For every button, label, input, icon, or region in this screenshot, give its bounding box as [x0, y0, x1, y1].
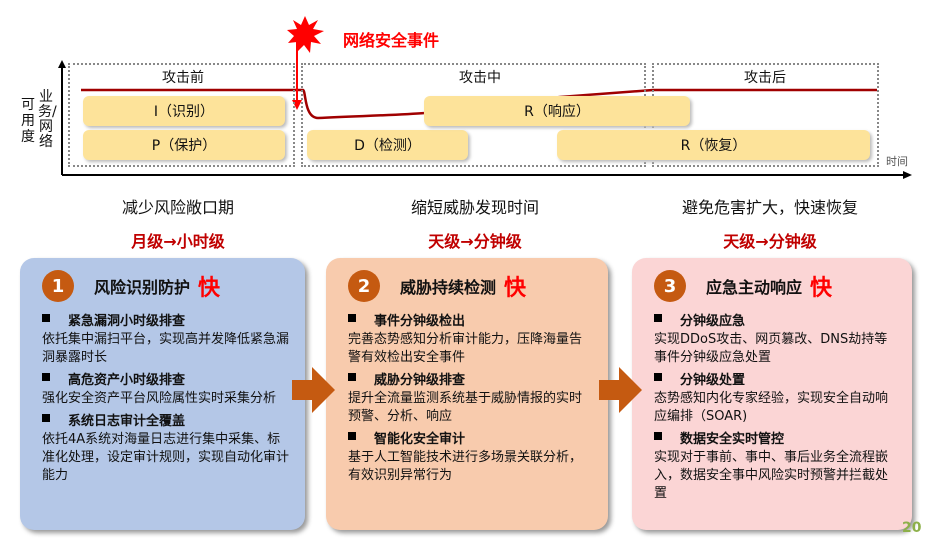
card-title: 应急主动响应 — [706, 278, 803, 297]
bullet-heading-text: 数据安全实时管控 — [680, 432, 785, 447]
y-axis-label-2: 可用度 — [21, 97, 35, 145]
square-bullet-icon — [348, 373, 356, 381]
fast-label: 快 — [504, 276, 527, 301]
x-axis-label: 时间 — [886, 155, 908, 168]
bullet-body: 实现DDoS攻击、网页篡改、DNS劫持等事件分钟级应急处置 — [654, 332, 888, 365]
speed-before: 月级→小时级 — [131, 232, 225, 251]
square-bullet-icon — [42, 414, 50, 422]
y-axis-arrow-icon — [58, 60, 66, 68]
bullet-body: 提升全流量监测系统基于威胁情报的实时预警、分析、响应 — [348, 391, 583, 424]
bullet-heading-text: 事件分钟级检出 — [374, 314, 466, 329]
bullet-heading: 高危资产小时级排查 — [42, 369, 289, 388]
bullet-body: 依托4A系统对海量日志进行集中采集、标准化处理，设定审计规则，实现自动化审计能力 — [42, 432, 290, 483]
bullet-body: 强化安全资产平台风险属性实时采集分析 — [42, 391, 277, 406]
card-2: 2 威胁持续检测 快事件分钟级检出 完善态势感知分析审计能力，压降海量告警有效检… — [326, 258, 608, 530]
step-number-badge: 2 — [348, 270, 380, 302]
caption-during: 缩短威胁发现时间 — [410, 198, 539, 217]
bullet-heading-text: 分钟级应急 — [680, 314, 746, 329]
bullet-heading: 事件分钟级检出 — [348, 310, 592, 329]
event-label: 网络安全事件 — [343, 31, 440, 50]
bullet-heading-text: 智能化安全审计 — [374, 432, 466, 447]
y-axis-label-1: 业务/网络 — [38, 89, 57, 150]
caption-after: 避免危害扩大，快速恢复 — [681, 198, 858, 217]
bullet-heading: 威胁分钟级排查 — [348, 369, 592, 388]
square-bullet-icon — [348, 432, 356, 440]
step-number-badge: 3 — [654, 270, 686, 302]
bullet-heading-text: 高危资产小时级排查 — [68, 373, 186, 388]
arrow-right-icon — [599, 367, 642, 413]
bullet-heading: 数据安全实时管控 — [654, 428, 896, 447]
phase-before-box — [68, 63, 295, 167]
fast-label: 快 — [198, 276, 221, 301]
card-3: 3 应急主动响应 快分钟级应急 实现DDoS攻击、网页篡改、DNS劫持等事件分钟… — [632, 258, 912, 530]
card-1: 1 风险识别防护 快紧急漏洞小时级排查 依托集中漏扫平台，实现高并发降低紧急漏洞… — [20, 258, 305, 530]
square-bullet-icon — [348, 314, 356, 322]
bullet-heading-text: 系统日志审计全覆盖 — [68, 414, 186, 429]
square-bullet-icon — [654, 373, 662, 381]
availability-curve — [81, 88, 877, 120]
bullet-body: 态势感知内化专家经验，实现安全自动响应编排（SOAR) — [654, 391, 889, 424]
phase-before-label: 攻击前 — [162, 70, 204, 86]
bullet-body: 依托集中漏扫平台，实现高并发降低紧急漏洞暴露时长 — [42, 332, 290, 365]
bullet-heading-text: 紧急漏洞小时级排查 — [68, 314, 186, 329]
bullet-heading: 分钟级应急 — [654, 310, 896, 329]
phase-after-label: 攻击后 — [744, 70, 786, 86]
bullet-body: 实现对于事前、事中、事后业务全流程嵌入，数据安全事中风险实时预警并拦截处置 — [654, 450, 889, 501]
fast-label: 快 — [810, 276, 833, 301]
stage-recover: R（恢复） — [557, 130, 870, 160]
square-bullet-icon — [654, 432, 662, 440]
square-bullet-icon — [42, 314, 50, 322]
bullet-heading-text: 分钟级处置 — [680, 373, 746, 388]
bullet-heading-text: 威胁分钟级排查 — [374, 373, 466, 388]
square-bullet-icon — [654, 314, 662, 322]
stage-protect: P（保护） — [83, 130, 285, 160]
speed-after: 天级→分钟级 — [723, 232, 817, 251]
stage-respond: R（响应） — [424, 96, 690, 126]
stage-identify: I（识别） — [83, 96, 285, 126]
explosion-icon — [287, 16, 324, 53]
speed-during: 天级→分钟级 — [428, 232, 522, 251]
phase-during-label: 攻击中 — [459, 70, 501, 86]
square-bullet-icon — [42, 373, 50, 381]
x-axis-arrow-icon — [903, 171, 912, 179]
timeline-graphic — [58, 16, 912, 179]
arrow-right-icon — [292, 367, 335, 413]
stage-detect: D（检测） — [307, 130, 468, 160]
bullet-body: 完善态势感知分析审计能力，压降海量告警有效检出安全事件 — [348, 332, 583, 365]
bullet-heading: 系统日志审计全覆盖 — [42, 410, 289, 429]
page-number: 20 — [902, 520, 922, 536]
card-title: 威胁持续检测 — [400, 278, 497, 297]
step-number-badge: 1 — [42, 270, 74, 302]
caption-before: 减少风险敞口期 — [121, 198, 234, 217]
bullet-heading: 分钟级处置 — [654, 369, 896, 388]
bullet-heading: 紧急漏洞小时级排查 — [42, 310, 289, 329]
card-title: 风险识别防护 — [94, 278, 191, 297]
bullet-heading: 智能化安全审计 — [348, 428, 592, 447]
bullet-body: 基于人工智能技术进行多场景关联分析，有效识别异常行为 — [348, 450, 583, 483]
